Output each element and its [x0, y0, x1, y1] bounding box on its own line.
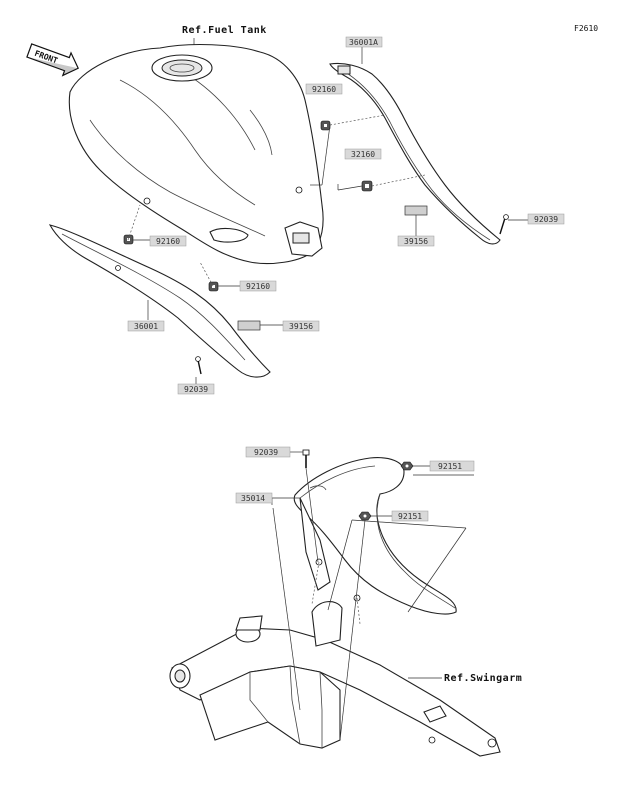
- grommet-32160: [361, 180, 373, 192]
- ref-fuel-tank: Ref.Fuel Tank: [182, 25, 267, 36]
- callout-36001a: 36001A: [349, 38, 378, 47]
- rear-fender: [293, 457, 457, 615]
- callout-92160-mid: 92160: [246, 282, 270, 291]
- callout-92151-mid: 92151: [398, 512, 422, 521]
- grommet-92160-mid: [208, 281, 219, 292]
- bolt-92039-lower: [302, 449, 310, 468]
- fuel-tank: [68, 43, 324, 265]
- callout-39156-right: 39156: [404, 237, 428, 246]
- callout-32160: 32160: [351, 150, 375, 159]
- side-cover-left: [48, 224, 271, 378]
- callout-92039-right: 92039: [534, 215, 558, 224]
- label-39156-right: [404, 205, 428, 216]
- bolt-92039-left: [195, 356, 202, 375]
- label-39156-left: [237, 320, 261, 331]
- nut-92151-mid: [358, 511, 372, 521]
- front-arrow-icon: FRONT: [26, 43, 79, 77]
- callout-92039-left: 92039: [184, 385, 208, 394]
- ref-swingarm: Ref.Swingarm: [444, 672, 522, 684]
- figure-id: F2610: [574, 24, 598, 33]
- side-cover-right: [329, 62, 501, 245]
- swingarm: [169, 601, 501, 757]
- bolt-92039-right: [499, 214, 509, 235]
- callout-39156-left: 39156: [289, 322, 313, 331]
- callout-35014: 35014: [241, 494, 265, 503]
- grommet-92160-top: [320, 120, 331, 131]
- callout-92160-left: 92160: [156, 237, 180, 246]
- callout-92160-top: 92160: [312, 85, 336, 94]
- nut-92151-right: [400, 461, 414, 471]
- callout-92151-right: 92151: [438, 462, 462, 471]
- callout-36001: 36001: [134, 322, 158, 331]
- callout-92039-lower: 92039: [254, 448, 278, 457]
